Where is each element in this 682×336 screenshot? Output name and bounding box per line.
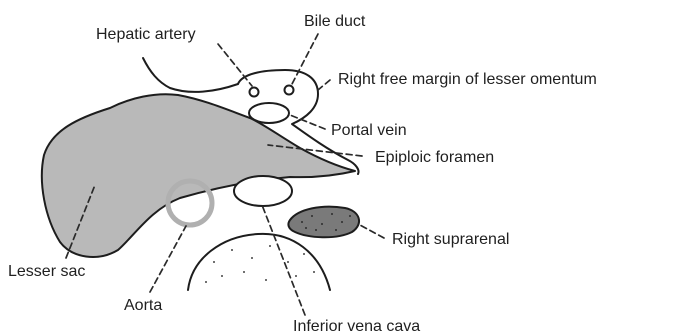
portal-vein-vessel (249, 103, 289, 123)
label-right-free-margin: Right free margin of lesser omentum (338, 71, 597, 88)
label-right-suprarenal: Right suprarenal (392, 231, 509, 248)
label-hepatic-artery: Hepatic artery (96, 26, 196, 43)
label-portal-vein: Portal vein (331, 122, 407, 139)
label-epiploic-foramen: Epiploic foramen (375, 149, 494, 166)
label-bile-duct: Bile duct (304, 13, 366, 30)
label-lesser-sac: Lesser sac (8, 263, 85, 280)
label-inferior-vena-cava: Inferior vena cava (293, 318, 420, 335)
inferior-vena-cava-vessel (234, 176, 292, 206)
label-aorta: Aorta (124, 297, 162, 314)
